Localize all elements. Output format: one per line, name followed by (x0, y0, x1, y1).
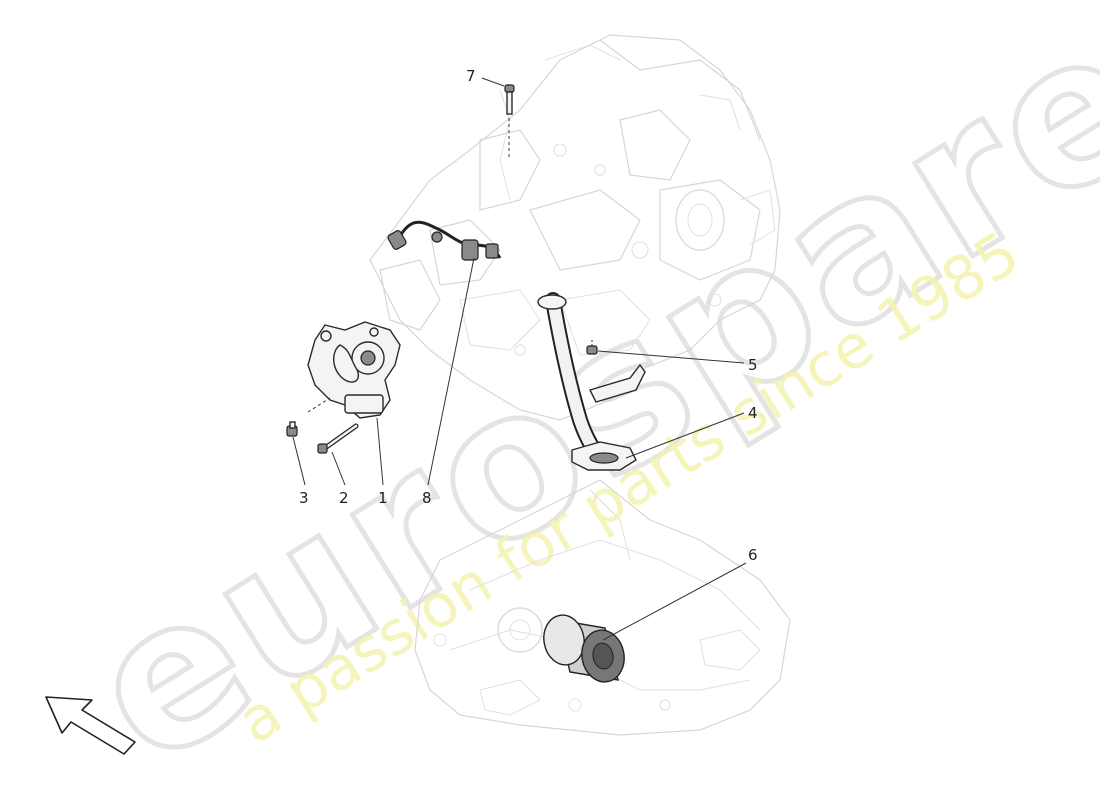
callout-5: 5 (748, 356, 758, 374)
callout-2: 2 (339, 489, 349, 507)
callout-8: 8 (422, 489, 432, 507)
callout-6: 6 (748, 546, 758, 564)
oil-pan-ghost (414, 479, 791, 736)
part-7-bolt (504, 84, 515, 160)
part-6-oil-filter (543, 614, 625, 683)
callout-7: 7 (466, 67, 476, 85)
front-direction-arrow-icon (45, 696, 136, 755)
part-1-oil-pump (307, 321, 401, 419)
part-4-oil-pickup-pipe (537, 292, 646, 471)
part-8-sensor-harness (387, 220, 502, 261)
callout-4: 4 (748, 404, 758, 422)
callout-3: 3 (299, 489, 309, 507)
part-3-bolt (286, 421, 298, 437)
engine-block-ghost (369, 34, 781, 421)
part-5-bolt (586, 340, 598, 355)
callout-labels: 7 1 2 3 8 4 5 6 (299, 67, 758, 564)
callout-1: 1 (378, 489, 388, 507)
part-2-bolt (317, 423, 359, 454)
leader-lines (292, 77, 747, 641)
